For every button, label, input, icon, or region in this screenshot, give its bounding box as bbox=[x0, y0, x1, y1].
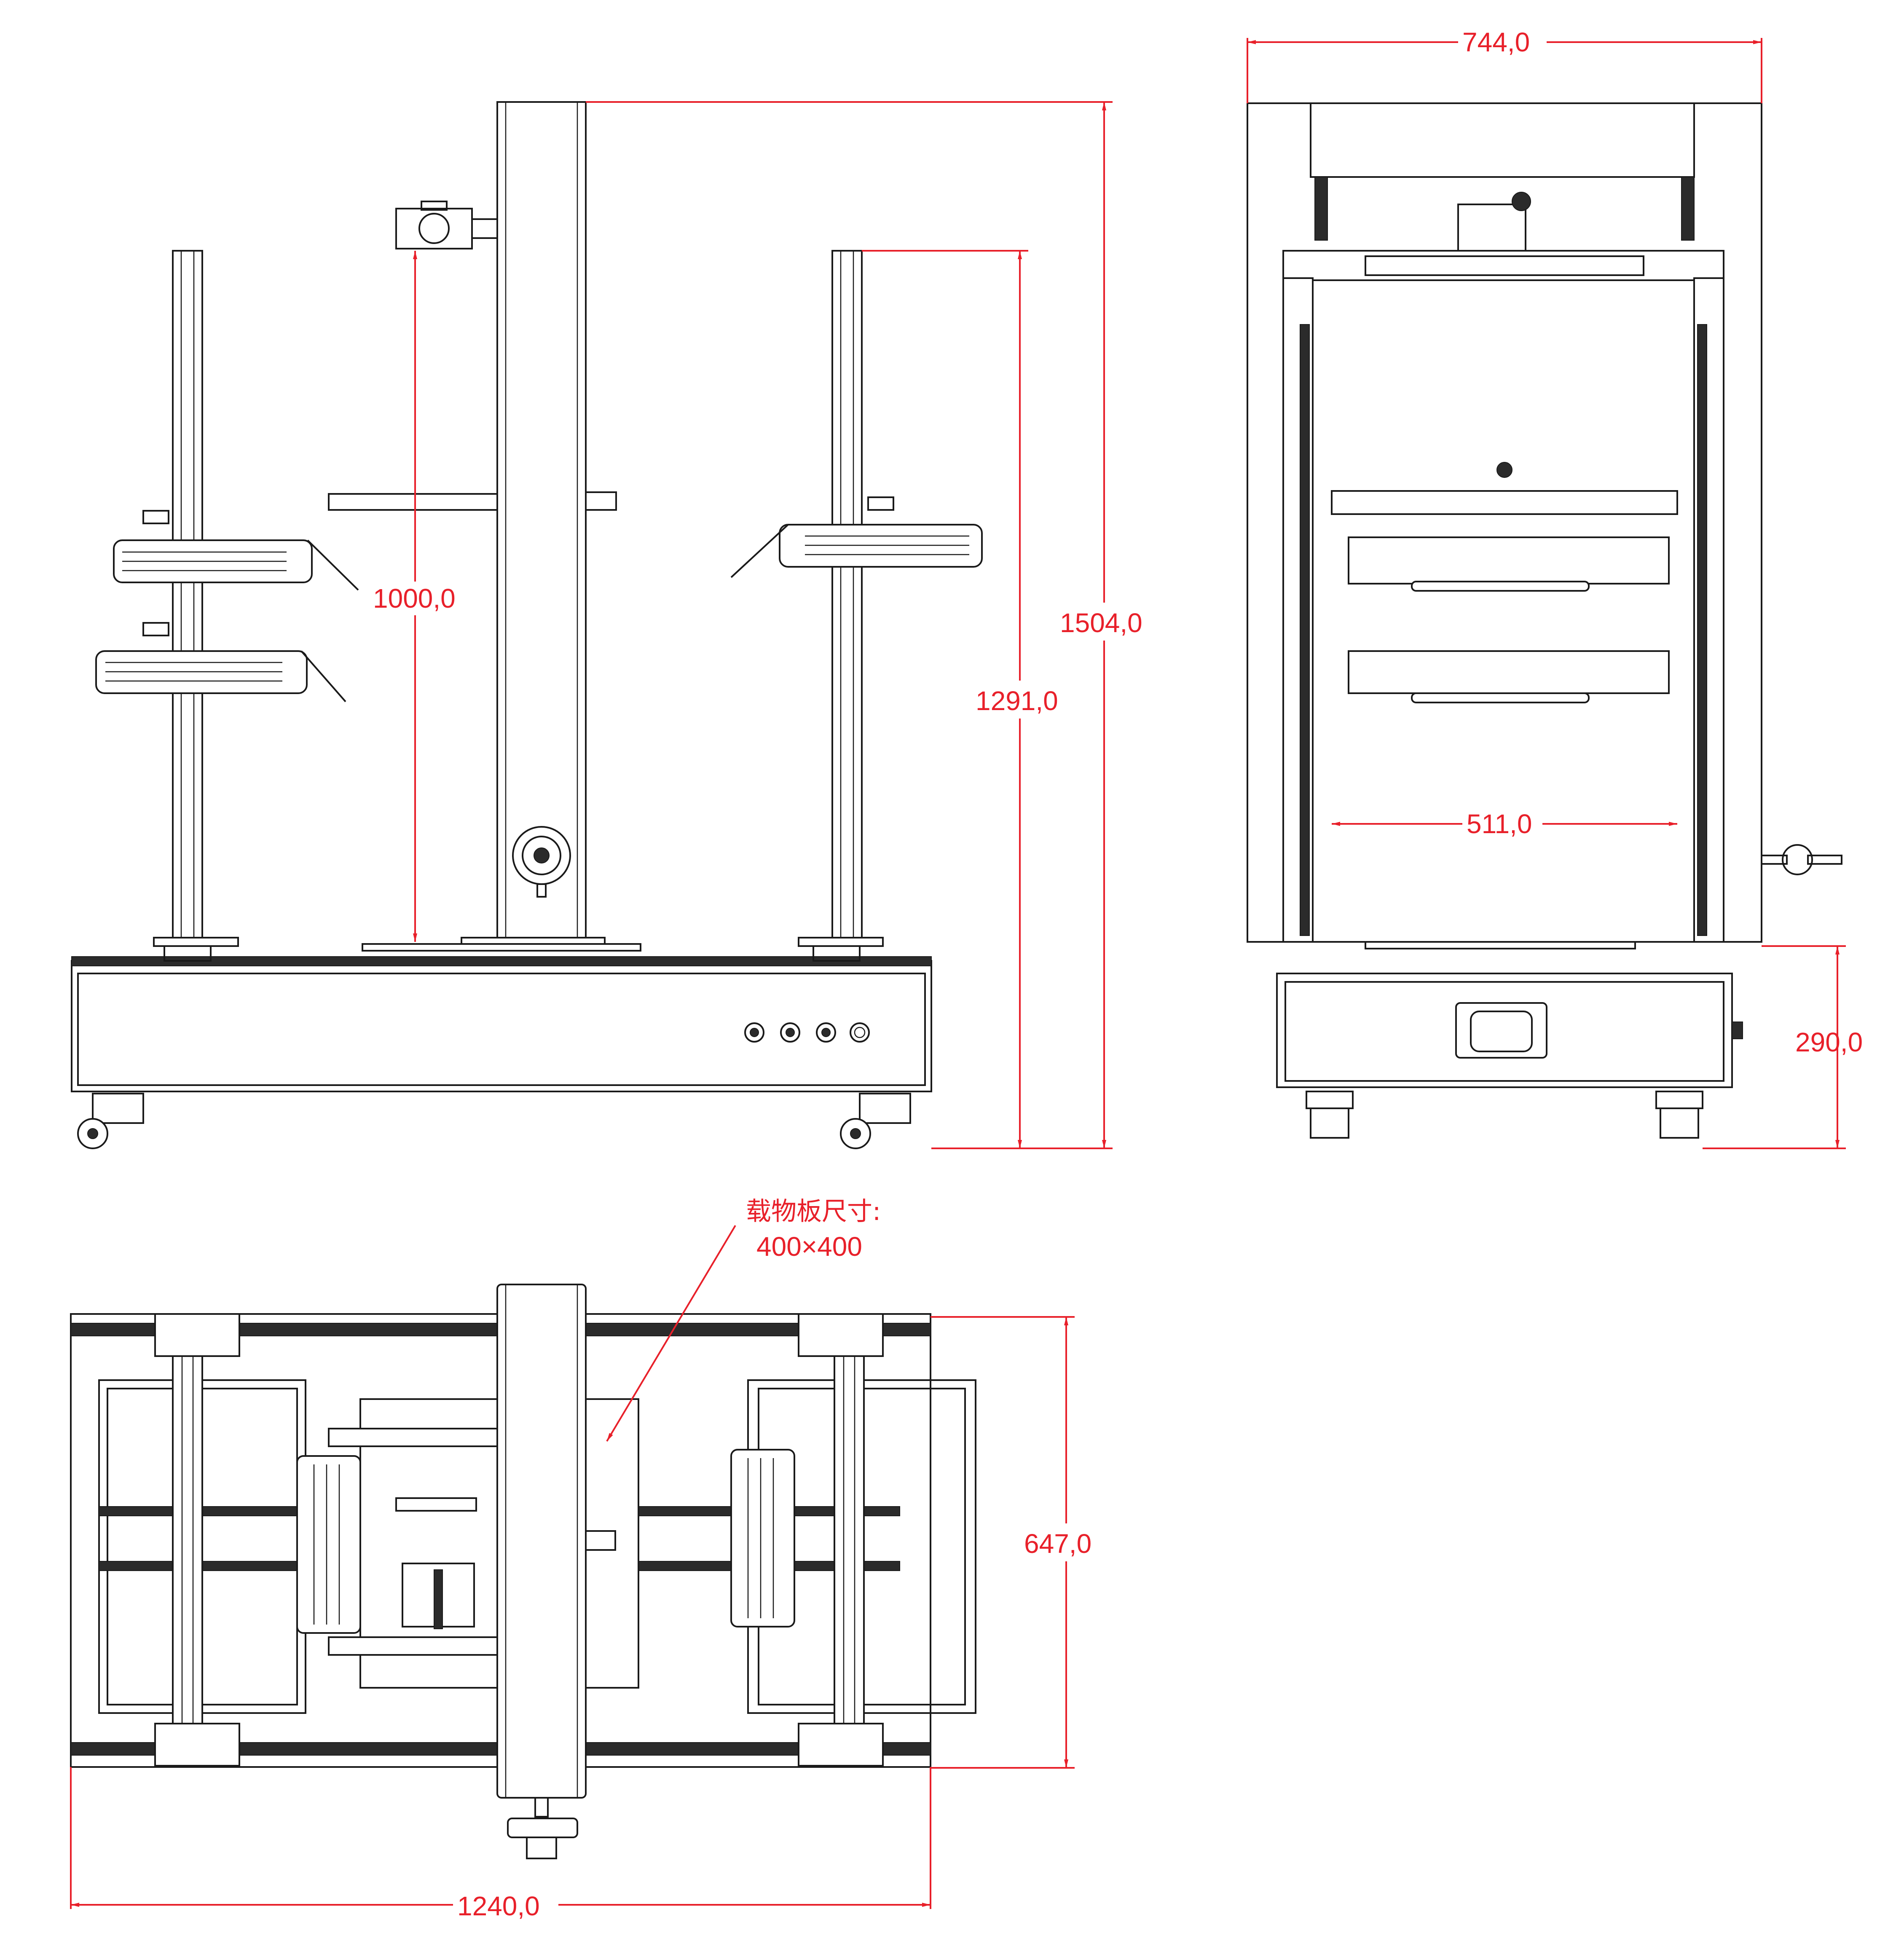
annotation-title: 载物板尺寸: bbox=[746, 1197, 881, 1226]
side-view bbox=[1247, 102, 1842, 1139]
dim-column-height: 1291,0 bbox=[976, 686, 1058, 716]
dim-inner-width: 511,0 bbox=[1467, 809, 1532, 839]
dim-base-height: 290,0 bbox=[1795, 1027, 1863, 1057]
dim-top-length: 1240,0 bbox=[457, 1891, 540, 1921]
dim-overall-height: 1504,0 bbox=[1060, 608, 1142, 638]
annotation-size: 400×400 bbox=[756, 1231, 862, 1262]
dim-side-width: 744,0 bbox=[1462, 27, 1530, 57]
front-view bbox=[71, 101, 983, 1149]
dim-travel: 1000,0 bbox=[373, 583, 456, 614]
top-view bbox=[70, 1284, 976, 1859]
dim-top-depth: 647,0 bbox=[1024, 1528, 1091, 1559]
